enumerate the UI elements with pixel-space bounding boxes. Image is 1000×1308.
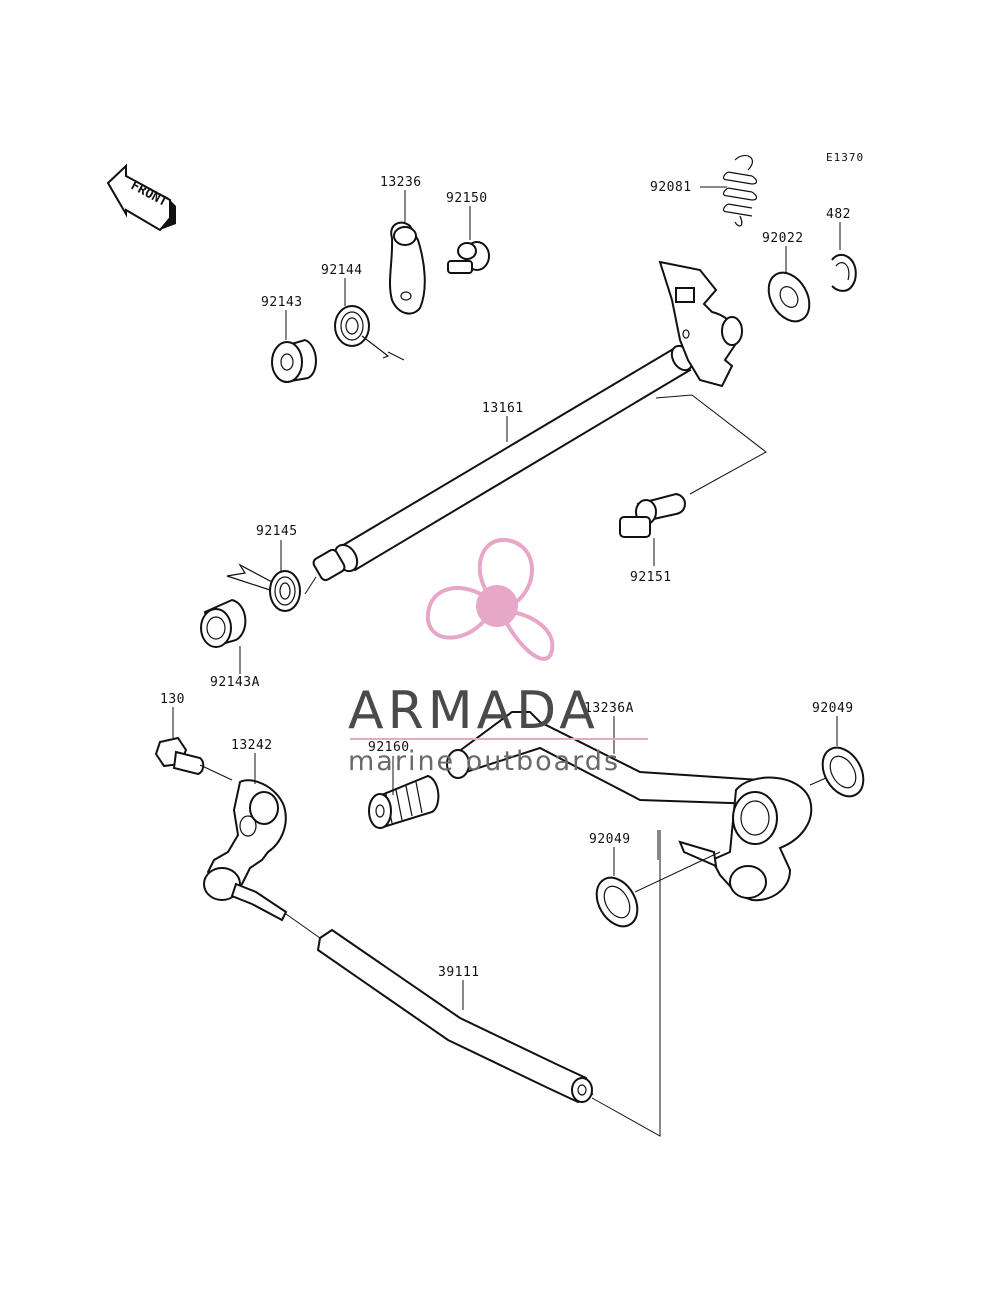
part-label-92160: 92160 (368, 740, 410, 755)
part-label-13236a: 13236A (584, 701, 634, 716)
diagram-code: E1370 (826, 151, 864, 164)
part-label-130: 130 (160, 692, 185, 707)
part-92151-shape (619, 492, 686, 538)
part-label-92049-lower: 92049 (589, 832, 631, 847)
part-label-13161: 13161 (482, 401, 524, 416)
part-label-92144: 92144 (321, 263, 363, 278)
part-label-92145: 92145 (256, 524, 298, 539)
watermark-tagline: marine outboards (348, 746, 620, 777)
propeller-logo-icon (425, 537, 555, 661)
part-92143a-shape (200, 598, 247, 648)
part-label-482: 482 (826, 207, 851, 222)
part-13236a-shape (446, 711, 813, 902)
part-labels: 13236 92150 92081 92144 92143 92022 482 … (160, 175, 854, 980)
part-13161-shape (312, 260, 743, 582)
watermark-rule (350, 738, 648, 740)
part-92081-shape (722, 155, 758, 227)
part-label-92151: 92151 (630, 570, 672, 585)
watermark-brand: ARMADA (348, 681, 599, 741)
part-92049b-shape (595, 876, 639, 928)
part-13236-shape (389, 221, 426, 315)
part-label-13242: 13242 (231, 738, 273, 753)
part-label-92022: 92022 (762, 231, 804, 246)
part-482-shape (831, 253, 857, 292)
part-92144-shape (334, 305, 390, 359)
front-arrow-icon: FRONT (106, 163, 176, 232)
part-130-shape (154, 736, 205, 776)
part-92049a-shape (821, 746, 865, 798)
part-92150-shape (447, 241, 490, 274)
part-92022-shape (767, 271, 811, 323)
part-92160-shape (368, 774, 440, 830)
part-92143-shape (271, 338, 317, 384)
part-label-13236: 13236 (380, 175, 422, 190)
part-13242-shape (203, 779, 288, 922)
part-label-92081: 92081 (650, 180, 692, 195)
watermark: ARMADA marine outboards (348, 537, 648, 777)
part-label-92143: 92143 (261, 295, 303, 310)
part-label-92049-upper: 92049 (812, 701, 854, 716)
part-label-39111: 39111 (438, 965, 480, 980)
part-39111-shape (316, 928, 594, 1104)
part-92145-shape (226, 563, 301, 612)
reference-lines (199, 351, 827, 1137)
part-label-92150: 92150 (446, 191, 488, 206)
label-leaders (172, 186, 841, 1010)
part-label-92143a: 92143A (210, 675, 260, 690)
